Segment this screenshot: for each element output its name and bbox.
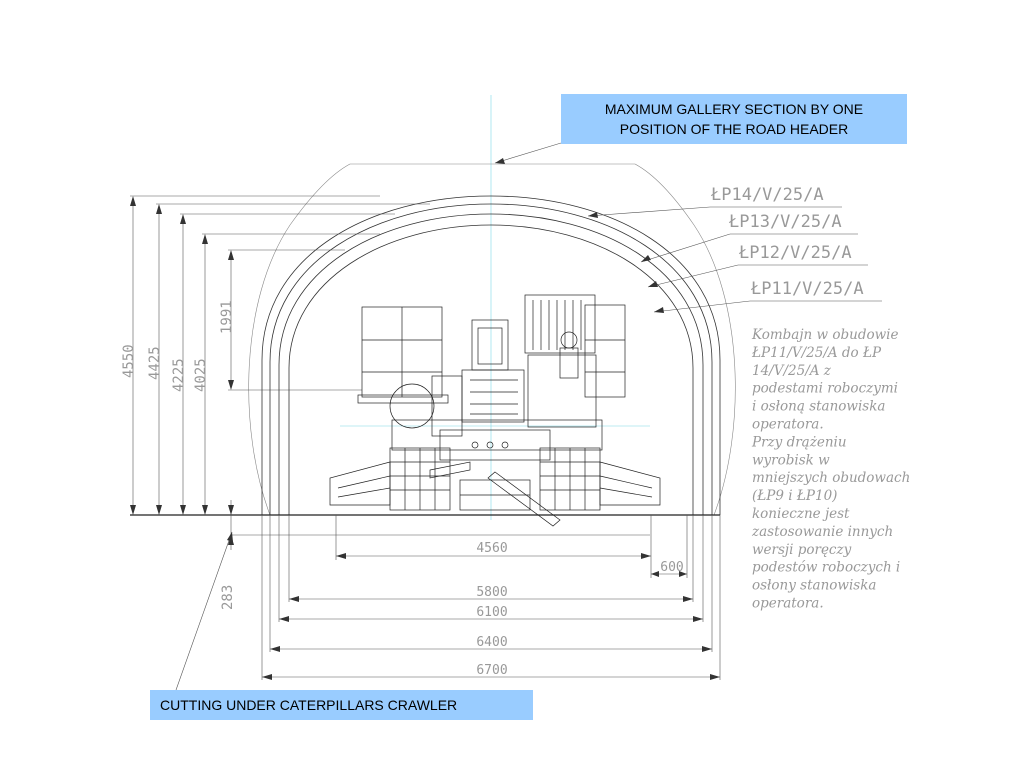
bottom-callout: CUTTING UNDER CATERPILLARS CRAWLER xyxy=(150,690,533,720)
horizontal-dimension-lines xyxy=(262,553,720,680)
dim-label-4225: 4225 xyxy=(171,358,187,392)
arch-profile-lp14 xyxy=(261,195,721,515)
profile-leaders xyxy=(587,206,882,313)
dim-label-5800: 5800 xyxy=(476,585,507,600)
top-callout-line1: MAXIMUM GALLERY SECTION BY ONE xyxy=(604,101,864,117)
top-callout-line2: POSITION OF THE ROAD HEADER xyxy=(619,121,849,137)
arch-profile-lp12 xyxy=(278,213,704,515)
profile-label-lp12: ŁP12/V/25/A xyxy=(738,243,852,263)
dim-label-1991: 1991 xyxy=(219,300,235,334)
dim-label-4425: 4425 xyxy=(147,346,163,380)
arch-profile-lp11 xyxy=(288,224,694,515)
profile-label-lp13: ŁP13/V/25/A xyxy=(728,212,842,232)
vertical-dimension-lines xyxy=(130,196,234,550)
bottom-callout-leader xyxy=(175,531,233,691)
profile-label-lp14: ŁP14/V/25/A xyxy=(710,185,824,205)
vertical-extension-lines xyxy=(130,195,430,391)
dim-label-6100: 6100 xyxy=(476,605,507,620)
horizontal-extension-lines xyxy=(261,515,721,680)
top-callout-leader xyxy=(494,142,562,164)
dim-label-6700: 6700 xyxy=(476,663,507,678)
dim-label-283: 283 xyxy=(220,585,236,610)
road-header-machine xyxy=(329,294,661,527)
dim-label-4025: 4025 xyxy=(193,358,209,392)
dim-label-4560: 4560 xyxy=(476,541,507,556)
dim-label-600: 600 xyxy=(660,560,683,575)
dim-label-6400: 6400 xyxy=(476,635,507,650)
arch-profile-lp13 xyxy=(269,203,713,515)
top-callout: MAXIMUM GALLERY SECTION BY ONE POSITION … xyxy=(561,94,907,144)
profile-label-lp11: ŁP11/V/25/A xyxy=(750,279,864,299)
maximum-gallery-section xyxy=(248,163,736,516)
dim-label-4550: 4550 xyxy=(121,344,137,378)
